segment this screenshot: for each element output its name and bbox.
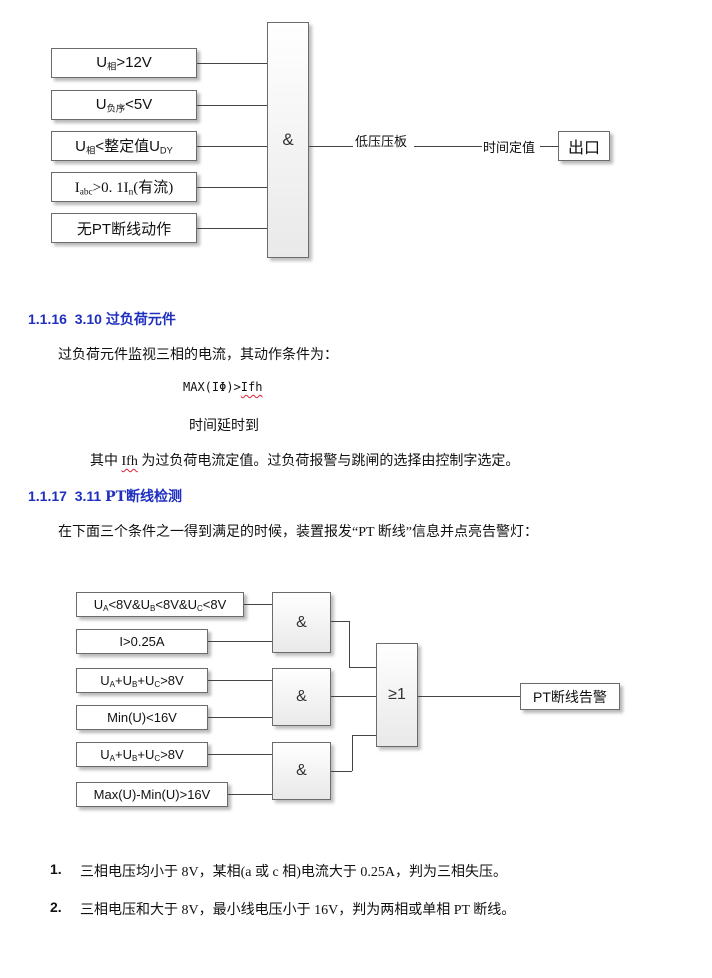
section-title-number: 3.11 bbox=[74, 488, 102, 504]
input-box-voltage-difference: Max(U)-Min(U)>16V bbox=[76, 782, 228, 807]
input-box-current-threshold: I>0.25A bbox=[76, 629, 208, 654]
input-label: UA<8V&UB<8V&UC<8V bbox=[93, 596, 227, 613]
pt-break-intro: 在下面三个条件之一得到满足的时候，装置报发“PT 断线”信息并点亮告警灯： bbox=[58, 525, 539, 540]
input-label: U相>12V bbox=[96, 53, 152, 72]
input-label: Min(U)<16V bbox=[107, 710, 177, 725]
overload-formula: MAX(IΦ)>Ifh bbox=[183, 380, 262, 394]
and-gate: & bbox=[267, 22, 309, 258]
input-label: Max(U)-Min(U)>16V bbox=[93, 787, 211, 802]
input-label: U负序<5V bbox=[95, 95, 153, 114]
output-box: 出口 bbox=[558, 131, 610, 161]
input-label: I>0.25A bbox=[119, 634, 165, 649]
input-box-voltage-sum-2: UA+UB+UC>8V bbox=[76, 742, 208, 767]
list-number: 2. bbox=[50, 899, 62, 915]
time-setting-label: 时间定值 bbox=[483, 140, 536, 155]
list-text: 三相电压均小于 8V，某相(a 或 c 相)电流大于 0.25A，判为三相失压。 bbox=[80, 865, 507, 880]
overload-delay-condition: 时间延时到 bbox=[189, 419, 259, 434]
output-label: 出口 bbox=[567, 140, 600, 157]
and-gate-symbol: & bbox=[296, 688, 307, 705]
output-label: PT断线告警 bbox=[533, 688, 607, 705]
input-label: 无PT断线动作 bbox=[76, 220, 172, 238]
and-gate-symbol: & bbox=[282, 130, 294, 149]
section-number: 1.1.16 bbox=[28, 311, 67, 327]
overload-intro: 过负荷元件监视三相的电流，其动作条件为： bbox=[58, 348, 338, 363]
overload-note: 其中 Ifh 为过负荷电流定值。过负荷报警与跳闸的选择由控制字选定。 bbox=[90, 450, 519, 470]
section-title: PT断线检测 bbox=[105, 489, 183, 505]
input-label: Iabc>0. 1In(有流) bbox=[74, 180, 174, 198]
pt-break-alarm-output: PT断线告警 bbox=[520, 683, 620, 710]
formula-variable: Ifh bbox=[240, 380, 263, 394]
input-box-no-pt-break: 无PT断线动作 bbox=[51, 213, 197, 243]
section-heading-overload: 1.1.16 3.10 过负荷元件 bbox=[28, 309, 176, 329]
note-text: 为过负荷电流定值。过负荷报警与跳闸的选择由控制字选定。 bbox=[137, 454, 520, 469]
input-box-current: Iabc>0. 1In(有流) bbox=[51, 172, 197, 202]
input-box-min-voltage: Min(U)<16V bbox=[76, 705, 208, 730]
input-box-phase-voltage-high: U相>12V bbox=[51, 48, 197, 78]
or-gate: ≥1 bbox=[376, 643, 418, 747]
and-gate-2: & bbox=[272, 668, 331, 726]
list-text: 三相电压和大于 8V，最小线电压小于 16V，判为两相或单相 PT 断线。 bbox=[80, 903, 516, 918]
input-label: U相<整定值UDY bbox=[75, 138, 173, 156]
note-variable: Ifh bbox=[121, 454, 138, 469]
section-title-number: 3.10 bbox=[74, 311, 102, 327]
input-label: UA+UB+UC>8V bbox=[100, 746, 184, 763]
input-box-undervoltage-all: UA<8V&UB<8V&UC<8V bbox=[76, 592, 244, 617]
and-gate-1: & bbox=[272, 592, 331, 653]
note-prefix: 其中 bbox=[90, 454, 122, 469]
formula-prefix: MAX(IΦ)> bbox=[183, 380, 241, 394]
and-gate-3: & bbox=[272, 742, 331, 800]
pressure-plate-label: 低压压板 bbox=[355, 134, 408, 149]
and-gate-symbol: & bbox=[296, 762, 307, 779]
and-gate-symbol: & bbox=[296, 613, 307, 631]
section-title: 过负荷元件 bbox=[105, 312, 176, 328]
input-label: UA+UB+UC>8V bbox=[100, 672, 184, 689]
input-box-voltage-sum-1: UA+UB+UC>8V bbox=[76, 668, 208, 693]
input-box-phase-voltage-low: U相<整定值UDY bbox=[51, 131, 197, 161]
section-number: 1.1.17 bbox=[28, 488, 67, 504]
input-box-negative-sequence: U负序<5V bbox=[51, 90, 197, 120]
section-heading-pt-break: 1.1.17 3.11 PT断线检测 bbox=[28, 486, 182, 506]
or-gate-symbol: ≥1 bbox=[388, 686, 406, 703]
list-number: 1. bbox=[50, 861, 62, 877]
